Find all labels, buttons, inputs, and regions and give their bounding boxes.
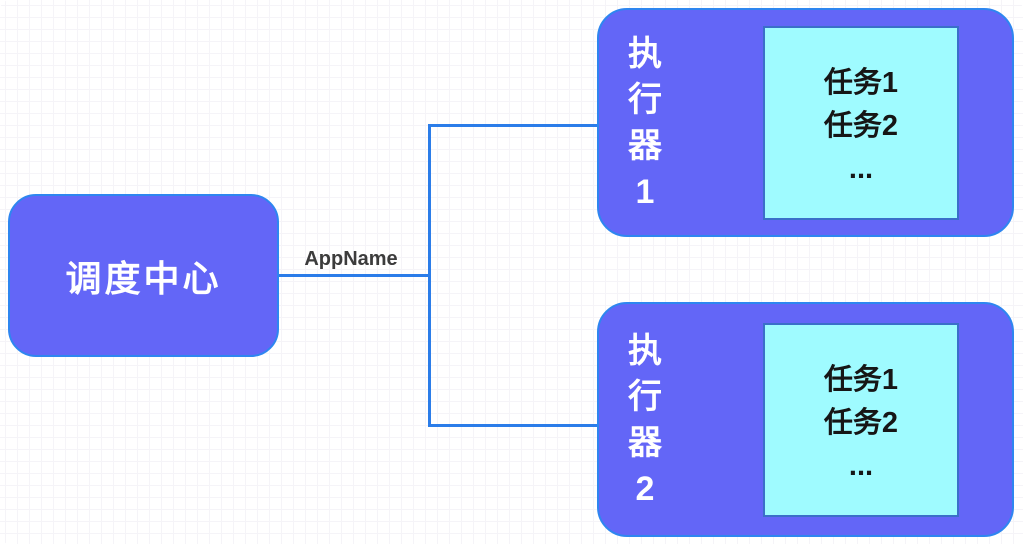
executor-2-label-char: 行	[628, 377, 662, 416]
task-ellipsis: ...	[848, 449, 874, 482]
executor-2-label-char: 执	[628, 331, 662, 370]
task-ellipsis: ...	[848, 152, 874, 185]
executor-1-label-char: 1	[635, 172, 655, 211]
connector-line-executor-2	[431, 424, 597, 427]
executor-2-task-panel: 任务1 任务2 ...	[763, 322, 959, 517]
connector-appname-label: AppName	[304, 248, 398, 270]
scheduler-node: 调度中心	[8, 194, 279, 357]
scheduler-node-label: 调度中心	[65, 257, 222, 299]
connector-line-executor-1	[431, 124, 597, 127]
executor-2-label-char: 器	[628, 423, 662, 462]
connector-line-vertical	[428, 124, 431, 427]
task-line: 任务2	[823, 109, 899, 142]
executor-node-1: 执 行 器 1 任务1 任务2 ...	[597, 8, 1014, 237]
task-line: 任务1	[823, 363, 899, 396]
executor-node-2: 执 行 器 2 任务1 任务2 ...	[597, 302, 1014, 537]
executor-1-vertical-label: 执 行 器 1	[623, 10, 667, 235]
task-line: 任务1	[823, 66, 899, 99]
executor-1-label-char: 执	[628, 34, 662, 73]
executor-2-label-char: 2	[635, 469, 655, 508]
connector-line-scheduler	[279, 274, 430, 277]
executor-1-label-char: 行	[628, 80, 662, 119]
executor-2-vertical-label: 执 行 器 2	[623, 304, 667, 535]
executor-1-label-char: 器	[628, 126, 662, 165]
executor-1-task-panel: 任务1 任务2 ...	[763, 25, 959, 220]
task-line: 任务2	[823, 406, 899, 439]
